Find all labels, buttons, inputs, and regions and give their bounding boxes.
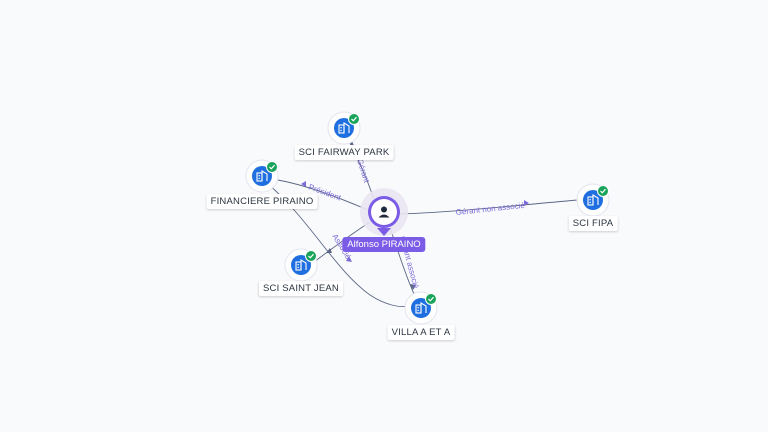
edge-financiere-piraino-villa (267, 183, 411, 307)
company-node-sci-saint-jean[interactable] (284, 248, 318, 282)
company-label-sci-fairway-park[interactable]: SCI FAIRWAY PARK (294, 145, 394, 160)
person-icon (378, 206, 390, 218)
company-label-sci-saint-jean[interactable]: SCI SAINT JEAN (258, 281, 344, 296)
person-node[interactable] (360, 188, 408, 236)
edge-person-sci-fipa (399, 199, 579, 215)
company-node-financiere-piraino[interactable] (245, 159, 279, 193)
building-icon (587, 194, 599, 206)
verified-check-icon (425, 293, 437, 305)
company-node-sci-fipa[interactable] (576, 183, 610, 217)
arrowhead (301, 181, 306, 187)
company-label-villa-a-et-a[interactable]: VILLA A ET A (387, 325, 455, 340)
building-icon (338, 122, 350, 134)
edge-labels-layer: Gérant Président Gérant non associé Asso… (307, 158, 525, 290)
company-node-sci-fairway-park[interactable] (327, 111, 361, 145)
verified-check-icon (348, 113, 360, 125)
arrowhead (326, 248, 332, 253)
person-name-label[interactable]: Alfonso PIRAINO (342, 237, 426, 252)
verified-check-icon (597, 185, 609, 197)
verified-check-icon (305, 250, 317, 262)
arrowhead (346, 256, 352, 262)
arrowhead (410, 284, 416, 290)
company-label-financiere-piraino[interactable]: FINANCIERE PIRAINO (206, 194, 318, 209)
building-icon (415, 302, 427, 314)
arrowhead (524, 200, 529, 206)
company-label-sci-fipa[interactable]: SCI FIPA (568, 216, 618, 231)
edge-person-financiere-piraino (277, 179, 369, 211)
edge-label-gerant: Gérant (355, 158, 371, 185)
verified-check-icon (266, 161, 278, 173)
company-node-villa-a-et-a[interactable] (404, 291, 438, 325)
company-nodes (245, 111, 610, 325)
building-icon (256, 170, 268, 182)
edge-label-gerant-non-associe: Gérant non associé (455, 201, 525, 217)
building-icon (295, 259, 307, 271)
